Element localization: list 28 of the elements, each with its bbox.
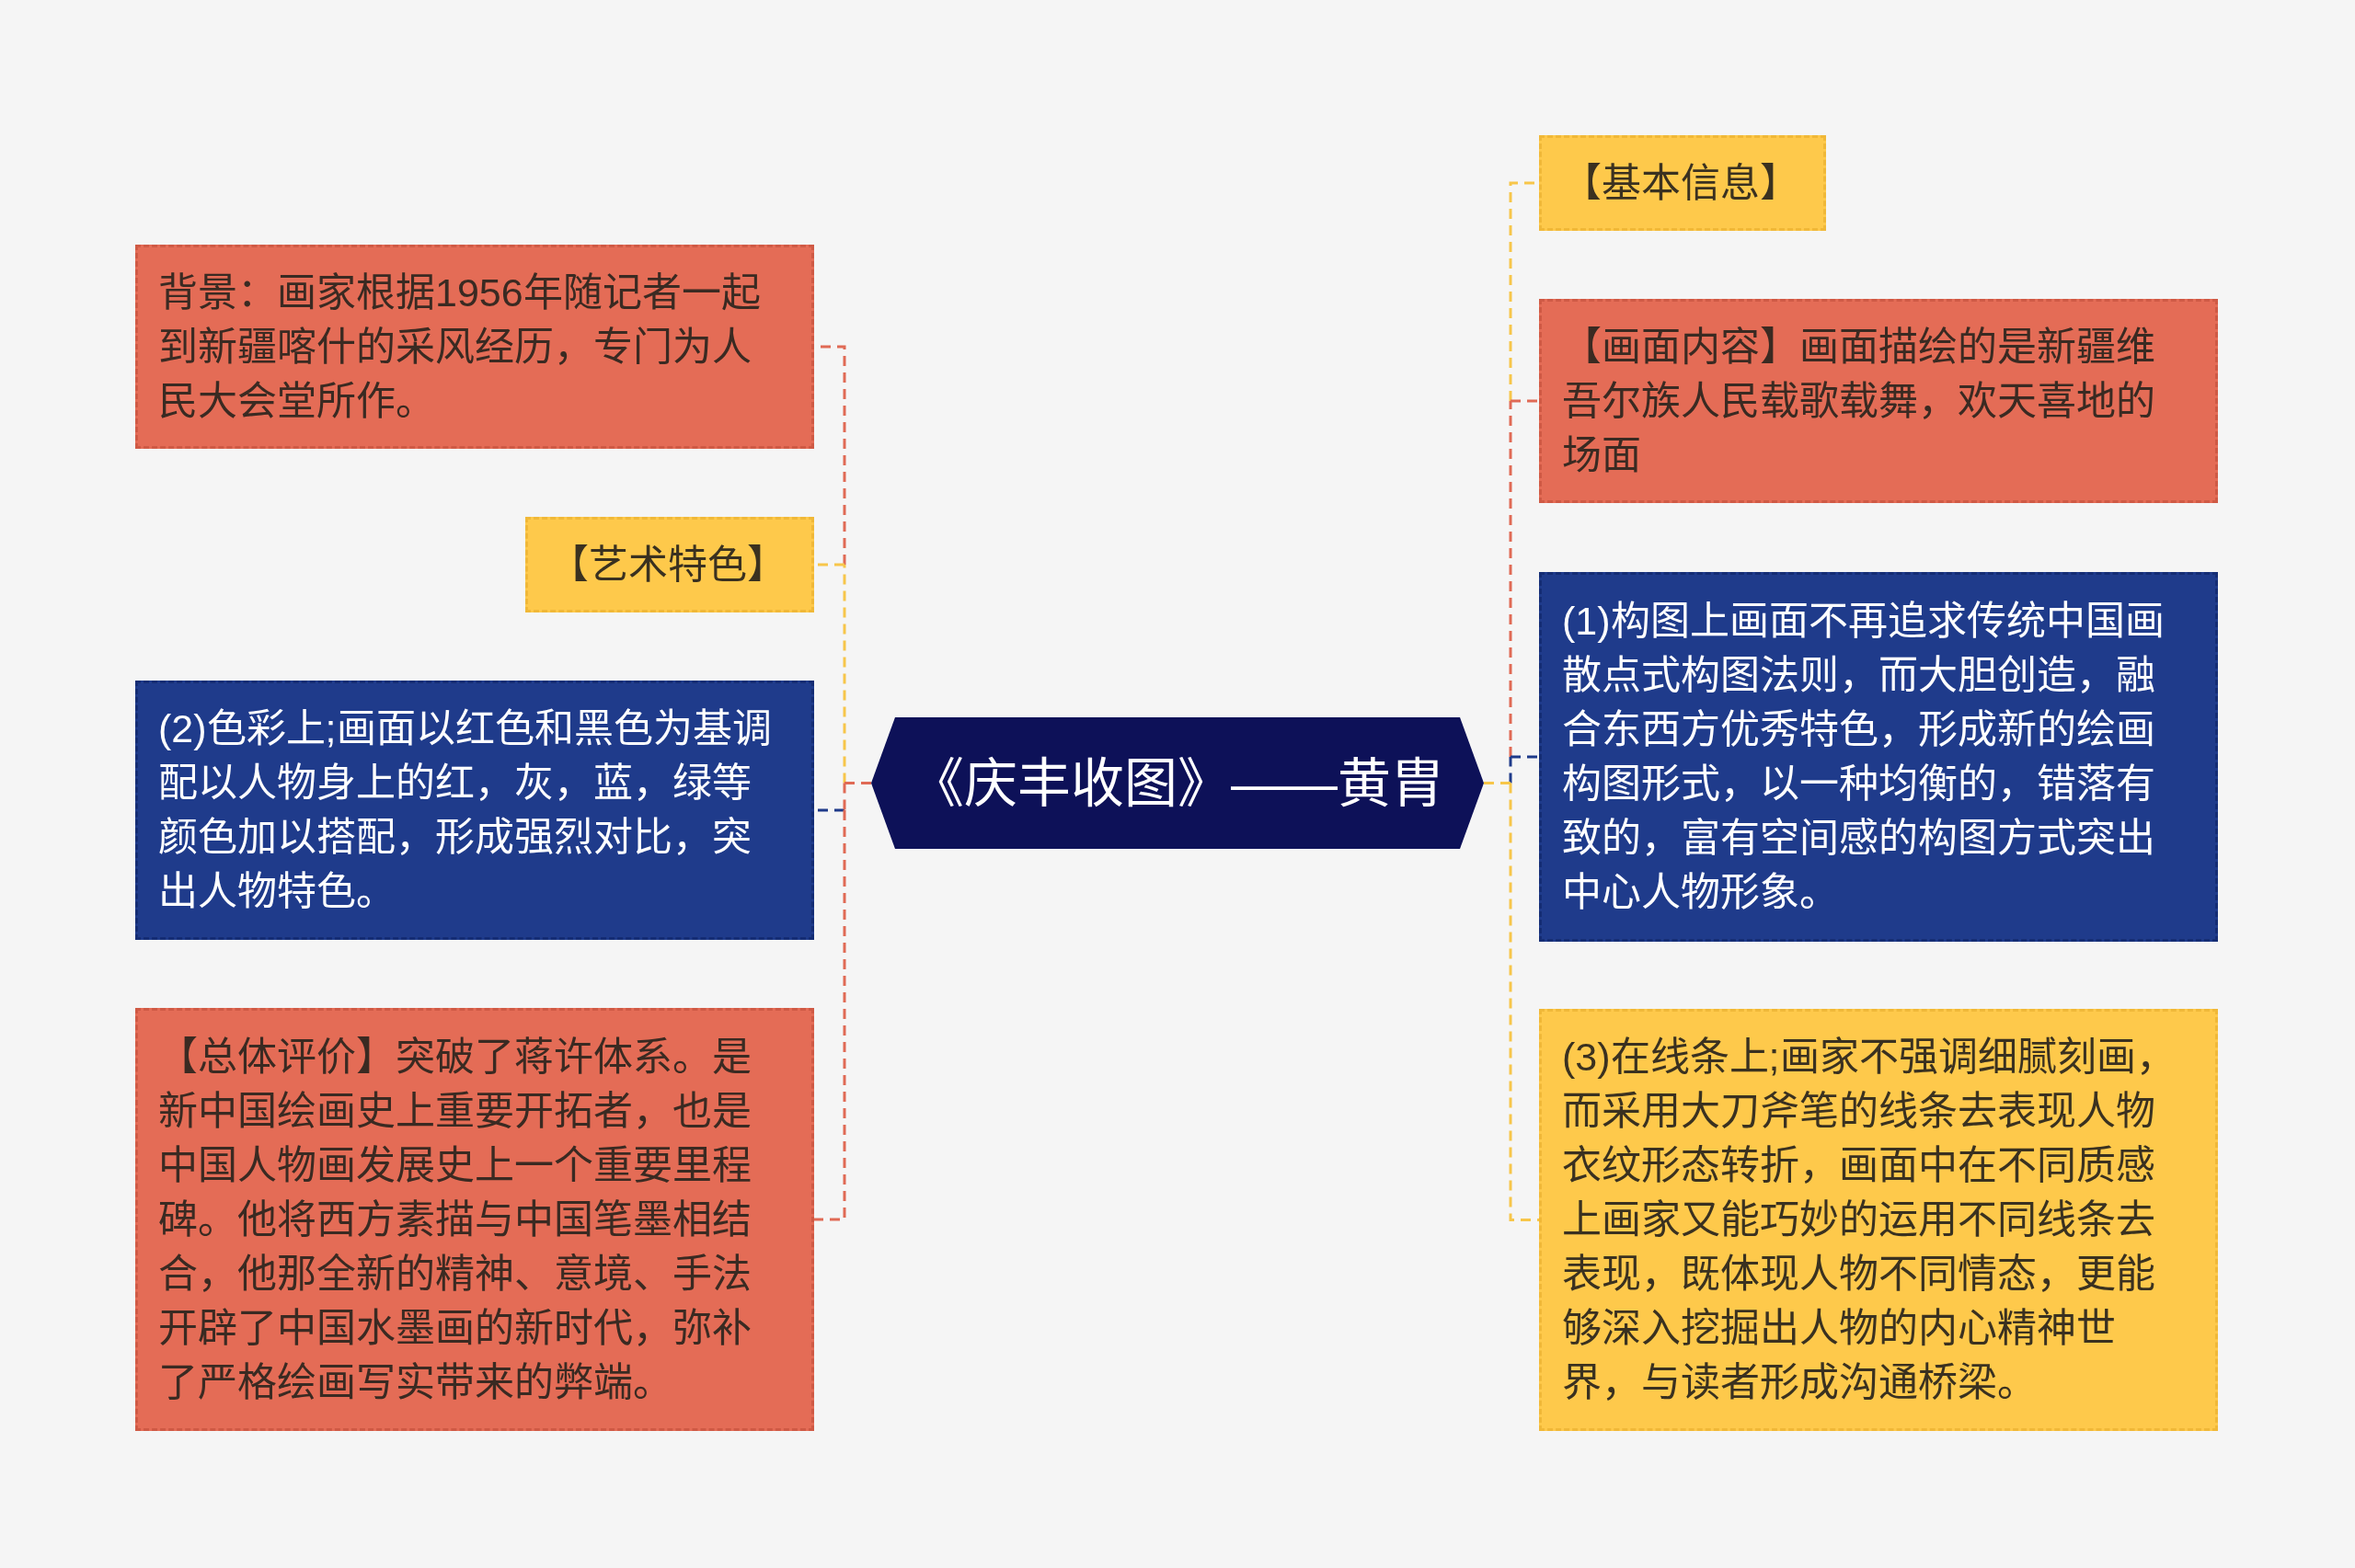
connector-line: [1511, 399, 1539, 403]
topic-text: 【基本信息】: [1562, 159, 1799, 207]
topic-box: [135, 245, 814, 449]
connector-line: [1509, 757, 1512, 784]
central-topic-hexagon: [871, 717, 1484, 849]
topic-text: (1)构图上画面不再追求传统中国画散点式构图法则，而大胆创造，融合东西方优秀特色，形成新的绘画构图形式，以一种均衡的，错落有致的，富有空间感的构图方式突出中心人物形象。: [1562, 598, 2165, 916]
topic-text: (3)在线条上;画家不强调细腻刻画，而采用大刀斧笔的线条去表现人物衣纹形态转折，画面中在不同质感上画家又能巧妙的运用不同线条去表现，既体现人物不同情态，更能够深入挖掘出人物的内心精神世界，与读者形成沟通桥梁。: [1562, 1034, 2177, 1406]
connector-line: [1511, 755, 1539, 759]
topic-box: [525, 517, 814, 612]
connector-line: [844, 782, 871, 784]
topic-box: [135, 1008, 814, 1431]
connector-line: [814, 810, 846, 1221]
connector-line: [1509, 401, 1512, 426]
topic-box: [1539, 135, 1826, 231]
topic-text: (2)色彩上;画面以红色和黑色为基调配以人物身上的红，灰，蓝，绿等颜色加以搭配，形成强烈对比，突出人物特色。: [158, 705, 773, 915]
topic-box: [1539, 299, 2218, 503]
connector-line: [1509, 783, 1539, 1221]
central-topic-title: 《庆丰收图》——黄胄: [911, 751, 1444, 815]
topic-text: 【画面内容】画面描绘的是新疆维吾尔族人民载歌载舞，欢天喜地的场面: [1562, 323, 2156, 479]
topic-text: 背景：画家根据1956年随记者一起到新疆喀什的采风经历，专门为人民大会堂所作。: [158, 269, 762, 425]
connector-line: [1484, 782, 1511, 784]
topic-text: 【总体评价】突破了蒋许体系。是新中国绘画史上重要开拓者，也是中国人物画发展史上一个重要里程碑。他将西方素描与中国笔墨相结合，他那全新的精神、意境、手法开辟了中国水墨画的新时代，弥补了严格绘画写实带来的弊端。: [158, 1033, 752, 1406]
connector-line: [843, 783, 846, 810]
topic-text: 【艺术特色】: [549, 541, 787, 589]
connector-line: [843, 565, 846, 618]
topic-box: [1539, 572, 2218, 942]
topic-box: [135, 681, 814, 940]
topic-box: [1539, 1009, 2218, 1431]
